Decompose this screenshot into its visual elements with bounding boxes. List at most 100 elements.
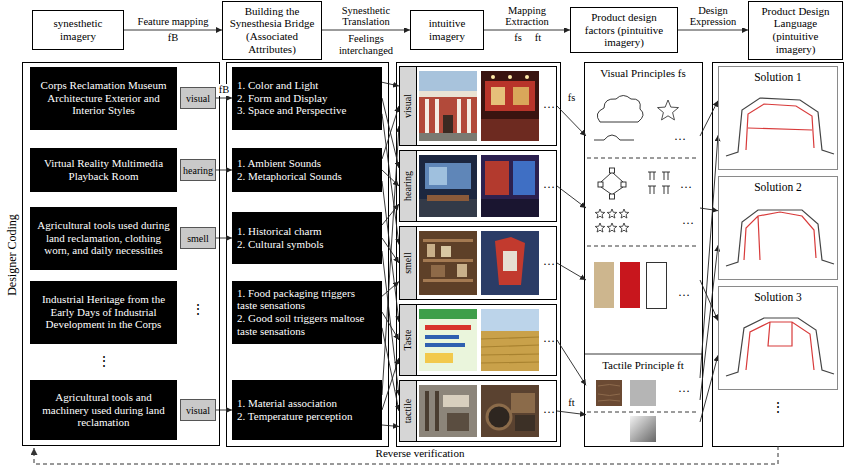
visual-principle-symbols: [598, 182, 603, 187]
machinery-photo: [511, 393, 535, 413]
stage-header-box: Product Design Language (pintuitive imag…: [748, 1, 843, 60]
connector-arrow: [700, 245, 718, 400]
stage-header-box-text: Product Design Language (pintuitive imag…: [753, 5, 838, 56]
source-box: Industrial Heritage from the Early Days …: [30, 281, 177, 344]
attribute-box: 1. Historical charm2. Cultural symbols: [232, 212, 382, 264]
imagery-row: smell: [399, 226, 557, 300]
column-frame: [227, 63, 389, 447]
coding-panel-text: Designer Coding: [5, 195, 19, 315]
stage-header-box-text: Product design factors (pintuitive image…: [575, 11, 673, 49]
label-slot: Feelings interchanged: [324, 33, 408, 56]
texture-sample: [596, 380, 656, 442]
label-slot: …: [676, 286, 692, 299]
solution-sketch: [726, 318, 834, 376]
farm-tools-photo: [419, 385, 477, 437]
attribute-box-text: 1. Material association: [237, 397, 377, 410]
attribute-box: 1. Ambient Sounds2. Metaphorical Sounds: [232, 148, 382, 192]
multimedia-room-photo: [419, 155, 477, 217]
multimedia-room-photo: [425, 163, 471, 189]
edge-label: Design Expression: [680, 5, 746, 28]
sense-tag-text: visual: [186, 93, 210, 104]
annotation-label: …: [542, 178, 556, 191]
food-packaging-photo: [419, 309, 477, 371]
reverse-verification-line: [34, 446, 778, 464]
connector-arrow: [557, 186, 586, 208]
sense-tag-text: visual: [186, 405, 210, 416]
annotation-label: …: [677, 382, 691, 395]
connector-arrow: [382, 106, 399, 159]
machinery-photo: [487, 405, 511, 429]
museum-interior-photo: [513, 87, 529, 105]
sense-tag: hearing: [180, 159, 216, 181]
coding-panel: Designer CodingCorps Reclamation Museum …: [22, 62, 220, 446]
connector-arrow: [484, 30, 570, 31]
annotation-label: Reverse verification: [375, 447, 466, 459]
section-divider: [587, 412, 699, 413]
multimedia-room-photo: [427, 195, 469, 201]
sense-tag-text: smell: [187, 233, 209, 244]
food-packaging-photo: [425, 335, 459, 339]
color-swatch: [647, 263, 667, 309]
multimedia-room-photo: [481, 199, 539, 217]
color-swatch: [594, 262, 614, 308]
annotation-label: …: [677, 286, 691, 299]
edge-label: fB: [218, 84, 231, 96]
edge-label: ft: [567, 397, 575, 409]
wheat-field-photo: [481, 337, 539, 363]
daily-necessities-photo: [419, 231, 477, 295]
visual-principle-symbols: [607, 223, 617, 232]
connector-arrow: [700, 208, 718, 211]
edge-label-slot: Feature mapping: [126, 16, 220, 28]
connector-arrow: [700, 280, 718, 321]
imagery-row-text: Taste: [403, 330, 413, 351]
label-slot: …: [676, 382, 692, 395]
texture-sample: [598, 385, 620, 402]
visual-principle-symbols: [597, 96, 643, 123]
imagery-row-text: visual: [403, 94, 413, 118]
attribute-box-text: 2. Form and Display: [237, 92, 377, 105]
attribute-box-text: 2. Cultural symbols: [237, 238, 377, 251]
food-packaging-photo: [425, 325, 471, 330]
clothing-photo: [495, 237, 525, 285]
visual-principle-symbols: [610, 194, 615, 199]
label-slot: …: [542, 403, 554, 416]
connector-arrow: [700, 355, 718, 422]
attribute-box-text: 2. Metaphorical Sounds: [237, 170, 377, 183]
source-box-text: Agricultural tools used during land recl…: [34, 219, 173, 257]
visual-principle-symbols: [587, 158, 699, 246]
annotation-label: …: [542, 255, 556, 268]
food-packaging-photo: [419, 309, 477, 319]
connector-arrow: [700, 135, 718, 378]
annotation-label: …: [542, 403, 556, 416]
connector-arrow: [557, 263, 586, 280]
museum-interior-photo: [491, 87, 505, 105]
sense-tag: visual: [180, 87, 216, 109]
source-box-text: Virtual Reality Multimedia Playback Room: [34, 157, 173, 182]
label-slot: …: [542, 98, 554, 111]
source-box-text: Industrial Heritage from the Early Days …: [34, 293, 173, 331]
machinery-photo: [481, 385, 539, 437]
label-slot: …: [542, 255, 554, 268]
sense-tag-strip: tactile: [400, 381, 417, 441]
multimedia-room-photo: [419, 155, 477, 217]
farm-tools-photo: [419, 385, 477, 437]
annotation-label: …: [542, 98, 556, 111]
attribute-box: 1. Material association2. Temperature pe…: [232, 380, 382, 440]
farm-tools-photo: [447, 413, 469, 431]
edge-label-slot: Design Expression: [680, 5, 746, 28]
column-frame: [227, 63, 844, 447]
column-frame: [585, 63, 703, 447]
visual-principle-symbols: [595, 209, 605, 218]
label-slot: ⋮: [188, 302, 208, 317]
column-frame: [713, 63, 844, 447]
visual-principle-symbols: [648, 172, 670, 194]
attribute-box-text: 3. Space and Perspective: [237, 104, 377, 117]
label-slot: fs: [508, 32, 528, 44]
connector-arrow: [382, 282, 399, 297]
museum-interior-photo: [525, 75, 529, 79]
annotation-label: fB: [167, 32, 180, 44]
connector-arrow: [382, 425, 399, 427]
solution-sketch: [746, 322, 814, 370]
machinery-photo: [481, 385, 539, 437]
museum-exterior-photo: [419, 133, 477, 141]
